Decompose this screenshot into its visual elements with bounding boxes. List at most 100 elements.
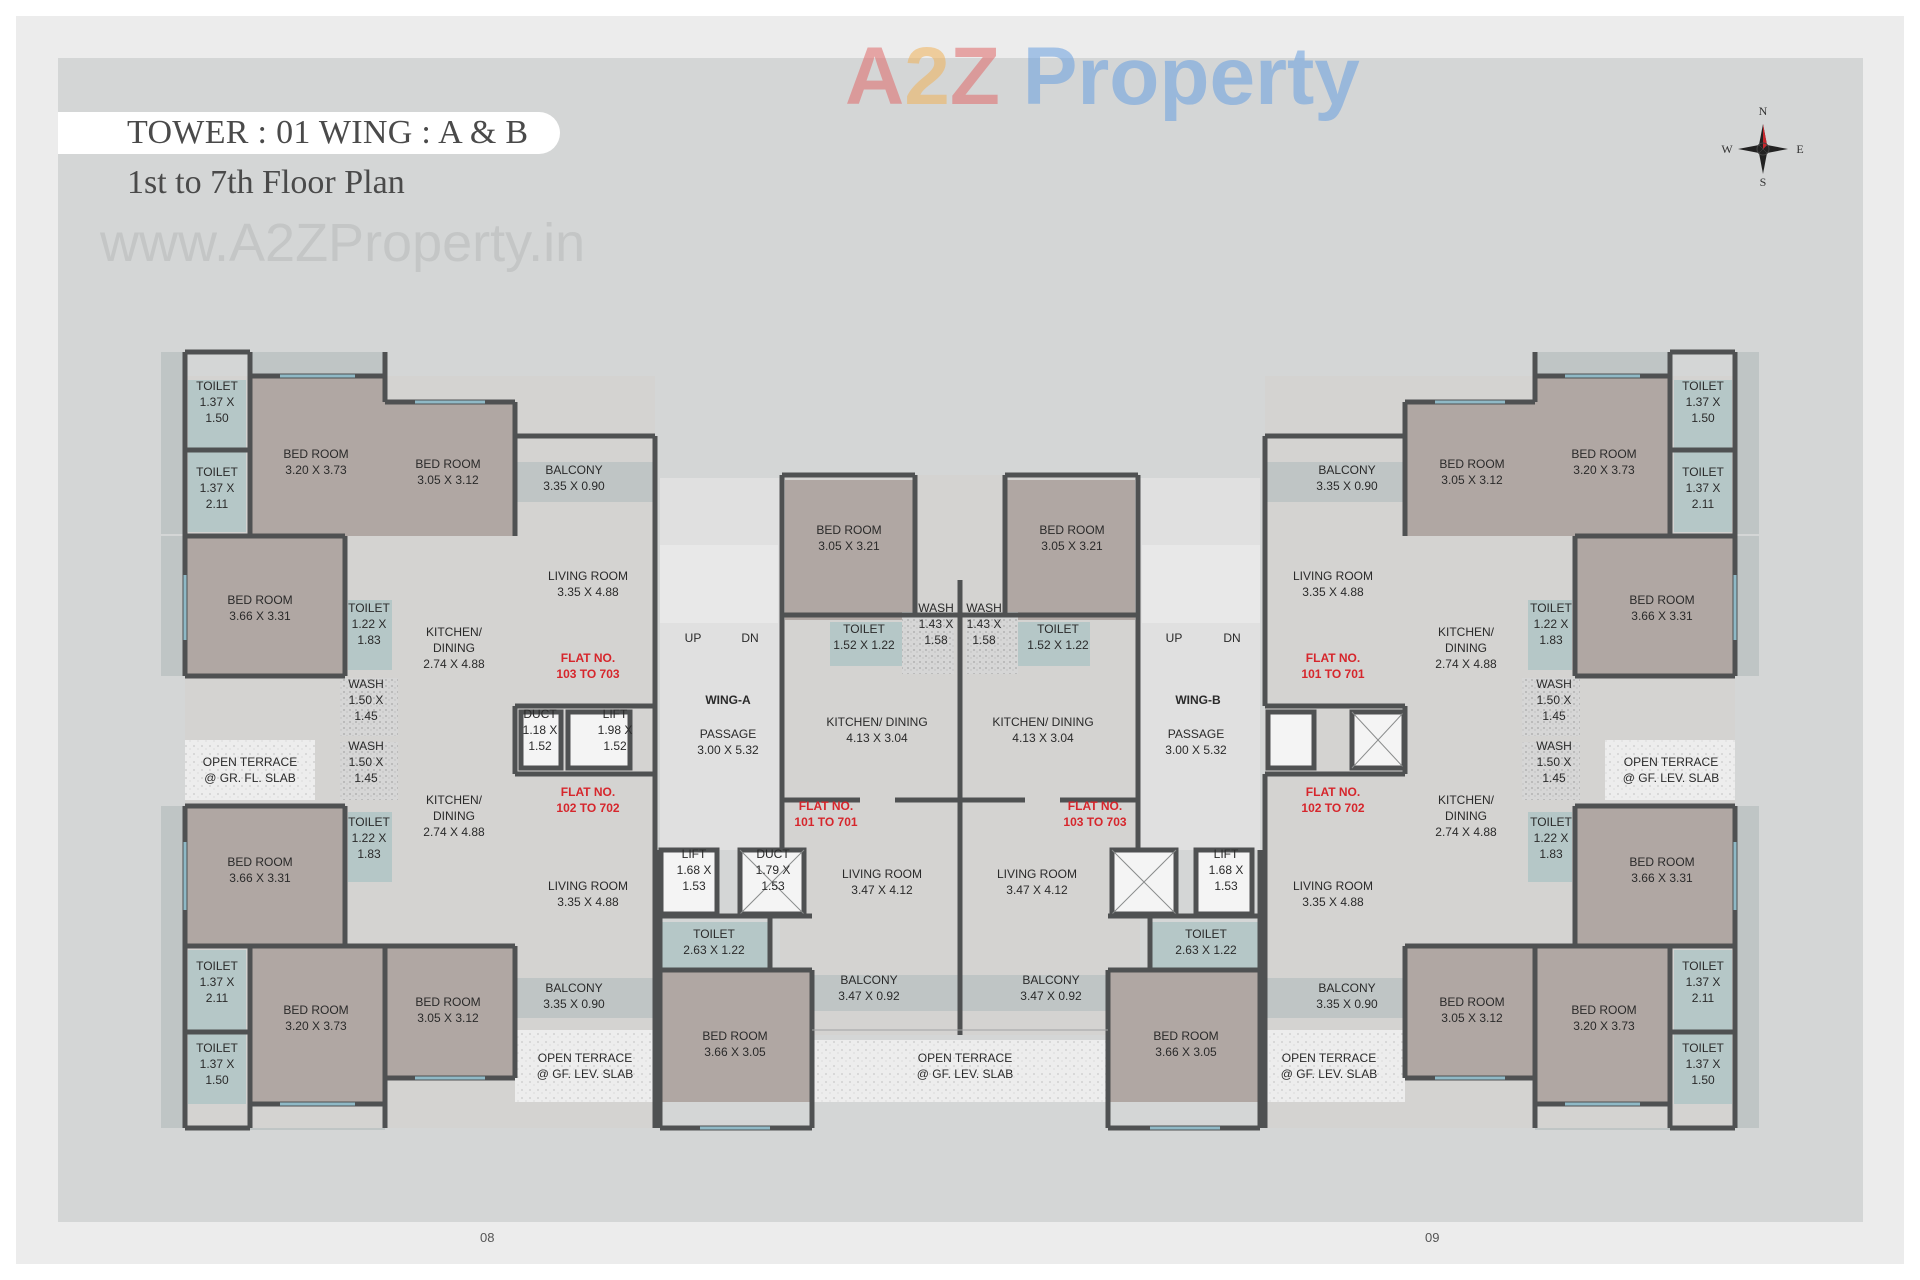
passage-areas [660, 478, 1260, 850]
stair-up-label: UP [685, 631, 702, 645]
stair-down-label: DN [741, 631, 758, 645]
compass-east-label: E [1796, 142, 1803, 156]
room-open-terrace-label: OPEN TERRACE@ GF. LEV. SLAB [1623, 755, 1719, 785]
room-open-terrace-label: OPEN TERRACE@ GF. LEV. SLAB [537, 1051, 633, 1081]
room-fills [185, 376, 1735, 1106]
floor-subtitle: 1st to 7th Floor Plan [127, 164, 405, 201]
compass-west-label: W [1721, 142, 1733, 156]
title-tab [58, 112, 560, 154]
compass-south-label: S [1760, 175, 1767, 189]
wash-areas [340, 612, 1580, 800]
windows [183, 374, 1737, 1130]
flat-number-label: FLAT NO.102 TO 702 [1301, 785, 1364, 815]
page-number-left: 08 [480, 1230, 495, 1245]
stair-up-label: UP [1166, 631, 1183, 645]
stairs [660, 545, 1260, 623]
shaft-crosses [739, 711, 1405, 915]
compass-icon [1738, 124, 1788, 174]
flat-number-label: FLAT NO.103 TO 703 [556, 651, 619, 681]
flat-number-label: FLAT NO.101 TO 701 [794, 799, 857, 829]
watermark-url: www.A2ZProperty.in [100, 213, 586, 273]
compass-north-label: N [1759, 104, 1768, 118]
room-open-terrace-label: OPEN TERRACE@ GF. LEV. SLAB [917, 1051, 1013, 1081]
room-open-terrace-label: OPEN TERRACE@ GR. FL. SLAB [203, 755, 297, 785]
room-open-terrace-label: OPEN TERRACE@ GF. LEV. SLAB [1281, 1051, 1377, 1081]
open-terraces [185, 740, 1735, 1102]
tower-title: TOWER : 01 WING : A & B [127, 114, 529, 151]
flat-number-label: FLAT NO.101 TO 701 [1301, 651, 1364, 681]
wet-areas [188, 380, 1732, 1104]
watermark-logo: A2Z Property [845, 31, 1360, 122]
flat-number-label: FLAT NO.102 TO 702 [556, 785, 619, 815]
wing-b-label: WING-B [1175, 693, 1221, 707]
page-number-right: 09 [1425, 1230, 1440, 1245]
stair-down-label: DN [1223, 631, 1240, 645]
balconies [515, 462, 1405, 1018]
walls [182, 349, 1738, 1131]
flat-number-label: FLAT NO.103 TO 703 [1063, 799, 1126, 829]
